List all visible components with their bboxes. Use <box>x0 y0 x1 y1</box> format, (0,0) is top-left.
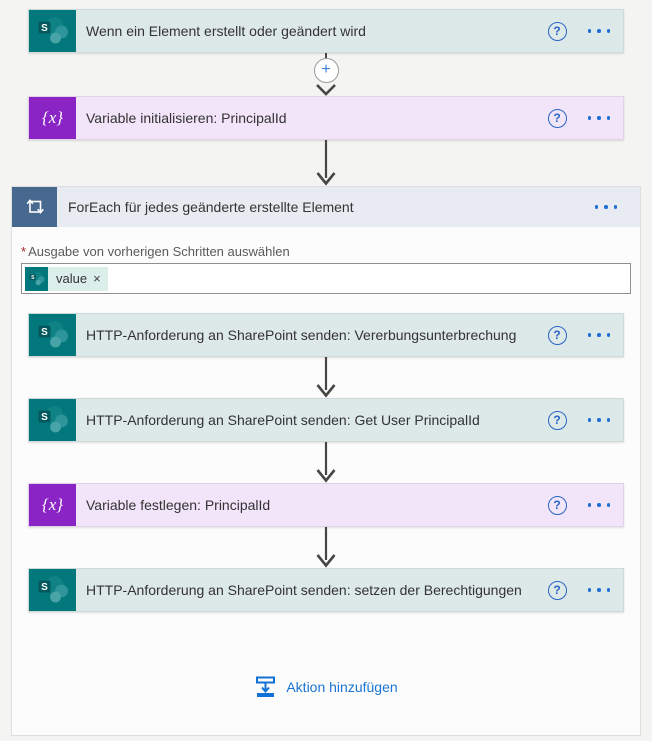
token-label: value <box>56 271 88 286</box>
sharepoint-icon: S <box>29 10 76 52</box>
svg-text:S: S <box>31 275 35 281</box>
initialize-variable-title: Variable initialisieren: PrincipalId <box>86 110 287 126</box>
sharepoint-logo-icon: S <box>38 576 68 603</box>
help-icon[interactable]: ? <box>547 21 567 41</box>
arrow-down-icon <box>316 84 336 96</box>
foreach-scope: ForEach für jedes geänderte erstellte El… <box>11 186 641 736</box>
add-action-label: Aktion hinzufügen <box>286 678 398 695</box>
add-action-icon <box>256 676 276 697</box>
menu-ellipsis-icon[interactable] <box>585 116 614 120</box>
connector <box>0 140 652 186</box>
action-card-vererbungsunterbrechung[interactable]: S HTTP-Anforderung an SharePoint senden:… <box>28 313 624 357</box>
arrow-down-icon <box>316 442 336 483</box>
menu-ellipsis-icon[interactable] <box>585 588 614 592</box>
variable-icon: {x} <box>29 484 76 526</box>
sharepoint-icon: S <box>29 399 76 441</box>
sharepoint-logo-icon: S <box>38 406 68 433</box>
add-action-button[interactable]: Aktion hinzufügen <box>254 675 398 698</box>
foreach-loop-icon <box>12 187 57 227</box>
foreach-parameter: *Ausgabe von vorherigen Schritten auswäh… <box>21 244 631 294</box>
menu-ellipsis-icon[interactable] <box>592 205 631 209</box>
required-marker: * <box>21 244 27 259</box>
menu-ellipsis-icon[interactable] <box>585 29 614 33</box>
action-title: HTTP-Anforderung an SharePoint senden: G… <box>86 412 480 428</box>
svg-text:S: S <box>41 412 48 423</box>
parameter-input[interactable]: S value × <box>21 263 631 294</box>
parameter-label: *Ausgabe von vorherigen Schritten auswäh… <box>21 244 290 259</box>
variable-icon: {x} <box>29 97 76 139</box>
menu-ellipsis-icon[interactable] <box>585 418 614 422</box>
set-variable-card[interactable]: {x} Variable festlegen: PrincipalId ? <box>28 483 624 527</box>
arrow-down-icon <box>316 527 336 568</box>
sharepoint-icon: S <box>29 569 76 611</box>
arrow-down-icon <box>316 357 336 398</box>
sharepoint-logo-icon: S <box>38 321 68 348</box>
action-card-get-user-principalid[interactable]: S HTTP-Anforderung an SharePoint senden:… <box>28 398 624 442</box>
action-title: Variable festlegen: PrincipalId <box>86 497 271 513</box>
connector-line <box>325 53 327 58</box>
action-card-setzen-der-berechtigungen[interactable]: S HTTP-Anforderung an SharePoint senden:… <box>28 568 624 612</box>
insert-step-button[interactable]: + <box>313 58 339 83</box>
value-token[interactable]: S value × <box>25 266 108 291</box>
sharepoint-logo-icon: S <box>29 271 44 285</box>
svg-text:S: S <box>41 582 48 593</box>
sharepoint-token-icon: S <box>25 266 48 291</box>
insert-step-connector: + <box>0 53 652 96</box>
svg-text:S: S <box>41 23 48 34</box>
help-icon[interactable]: ? <box>547 580 567 600</box>
menu-ellipsis-icon[interactable] <box>585 333 614 337</box>
menu-ellipsis-icon[interactable] <box>585 503 614 507</box>
help-icon[interactable]: ? <box>547 495 567 515</box>
trigger-card[interactable]: S Wenn ein Element erstellt oder geänder… <box>28 9 624 53</box>
help-icon[interactable]: ? <box>547 325 567 345</box>
help-icon[interactable]: ? <box>547 410 567 430</box>
token-remove-icon[interactable]: × <box>93 271 101 286</box>
initialize-variable-card[interactable]: {x} Variable initialisieren: PrincipalId… <box>28 96 624 140</box>
sharepoint-logo-icon: S <box>38 17 68 44</box>
arrow-down-icon <box>316 140 336 186</box>
action-title: HTTP-Anforderung an SharePoint senden: s… <box>86 582 522 598</box>
help-icon[interactable]: ? <box>547 108 567 128</box>
sharepoint-icon: S <box>29 314 76 356</box>
foreach-header[interactable]: ForEach für jedes geänderte erstellte El… <box>12 187 640 227</box>
foreach-title: ForEach für jedes geänderte erstellte El… <box>68 199 354 215</box>
trigger-title: Wenn ein Element erstellt oder geändert … <box>86 23 366 39</box>
loop-icon <box>26 199 44 214</box>
action-title: HTTP-Anforderung an SharePoint senden: V… <box>86 327 517 343</box>
svg-text:S: S <box>41 327 48 338</box>
